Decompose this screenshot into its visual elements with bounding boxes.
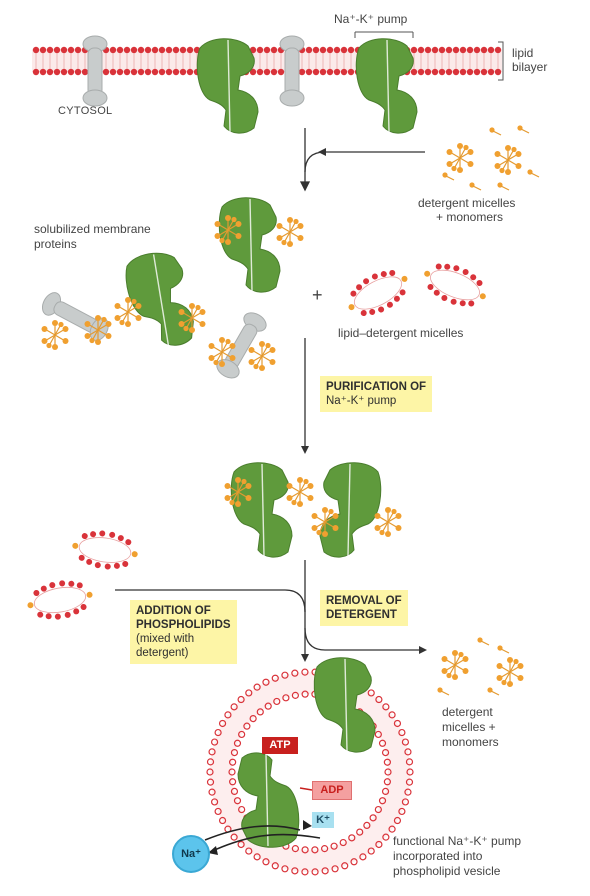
adp-chip: ADP: [312, 781, 352, 800]
solubilized-label-1: solubilized membrane: [34, 222, 151, 236]
detergent-micelles-label-2b: micelles +: [442, 720, 496, 734]
pump-protein: [355, 38, 418, 134]
pump-protein: [196, 38, 259, 134]
phospholipid-micelles: [23, 526, 141, 625]
phospholipid-vesicle: [206, 668, 414, 876]
step-purification-line2: Na⁺-K⁺ pump: [326, 395, 397, 407]
lipid-detergent-micelles: [339, 254, 494, 326]
step-purification: PURIFICATION OF Na⁺-K⁺ pump: [320, 376, 433, 412]
step-addition-line1: ADDITION OF: [136, 605, 211, 617]
solubilized-label-2: proteins: [34, 237, 77, 251]
functional-label-1: functional Na⁺-K⁺ pump: [393, 834, 522, 848]
lipid-detergent-label: lipid–detergent micelles: [338, 326, 464, 340]
detergent-micelles-2: [436, 636, 525, 696]
purified-pumps: [223, 462, 403, 558]
detergent-micelles-label-2c: monomers: [442, 735, 499, 749]
step-addition-line3: (mixed with: [136, 633, 195, 645]
k-ion-chip: K⁺: [312, 812, 334, 828]
ion-flow-arrows: [204, 787, 321, 855]
lipid-bilayer-label-2: bilayer: [512, 60, 548, 74]
step-addition-line4: detergent): [136, 647, 189, 659]
functional-label-3: phospholipid vesicle: [393, 864, 501, 878]
pump-label: Na⁺-K⁺ pump: [334, 12, 408, 26]
flow-arrows: [115, 128, 427, 662]
detergent-micelles-label-1a: detergent micelles: [418, 196, 516, 210]
step-removal: REMOVAL OF DETERGENT: [320, 590, 408, 626]
detergent-micelles-label-1b: + monomers: [436, 210, 504, 224]
step-purification-line1: PURIFICATION OF: [326, 381, 427, 393]
step-removal-line2: DETERGENT: [326, 609, 397, 621]
detergent-micelles-1: [441, 124, 540, 191]
functional-label-2: incorporated into: [393, 849, 483, 863]
na-ion-chip: Na⁺: [172, 835, 210, 873]
step-addition-line2: PHOSPHOLIPIDS: [136, 619, 231, 631]
step-removal-line1: REMOVAL OF: [326, 595, 402, 607]
lipid-bilayer-label-1: lipid: [512, 46, 534, 60]
bilayer-bracket: [498, 41, 504, 81]
atp-chip: ATP: [262, 737, 298, 754]
cytosol-label: CYTOSOL: [58, 105, 113, 117]
plus-sign: +: [312, 285, 323, 305]
detergent-micelles-label-2a: detergent: [442, 705, 493, 719]
step-addition: ADDITION OF PHOSPHOLIPIDS (mixed with de…: [130, 600, 237, 664]
